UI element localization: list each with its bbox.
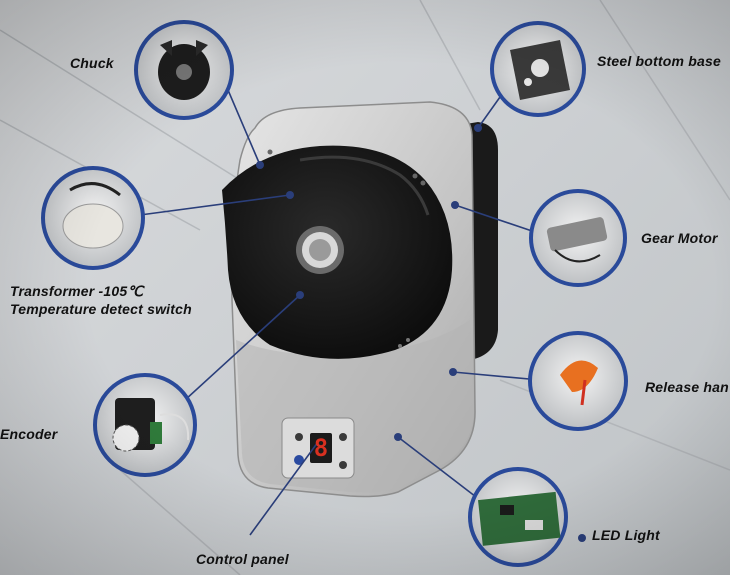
label-release-handle: Release han xyxy=(645,379,729,395)
callout-release-handle xyxy=(528,331,628,431)
label-control-panel: Control panel xyxy=(196,551,289,567)
label-led-light: LED Light xyxy=(592,527,660,543)
hub-inner xyxy=(309,239,331,261)
button-top-left xyxy=(295,433,303,441)
label-transformer: Transformer -105℃ xyxy=(10,283,144,299)
button-bottom-left xyxy=(294,455,304,465)
label-temperature-switch: Temperature detect switch xyxy=(10,301,192,317)
label-gear-motor: Gear Motor xyxy=(641,230,718,246)
led-display-window xyxy=(310,433,332,463)
label-encoder: Encoder xyxy=(0,426,58,442)
callout-gear-motor xyxy=(529,189,627,287)
callout-chuck xyxy=(134,20,234,120)
button-top-right xyxy=(339,433,347,441)
drum-highlight xyxy=(299,155,430,216)
led-digit: 8 xyxy=(313,434,329,462)
label-steel-bottom-base: Steel bottom base xyxy=(597,53,721,69)
callout-encoder xyxy=(93,373,197,477)
callout-steel-base xyxy=(490,21,586,117)
label-chuck: Chuck xyxy=(70,55,114,71)
callout-led-light xyxy=(468,467,568,567)
leader-endpoints xyxy=(256,124,586,542)
callout-transformer xyxy=(41,166,145,270)
button-bottom-right xyxy=(339,461,347,469)
